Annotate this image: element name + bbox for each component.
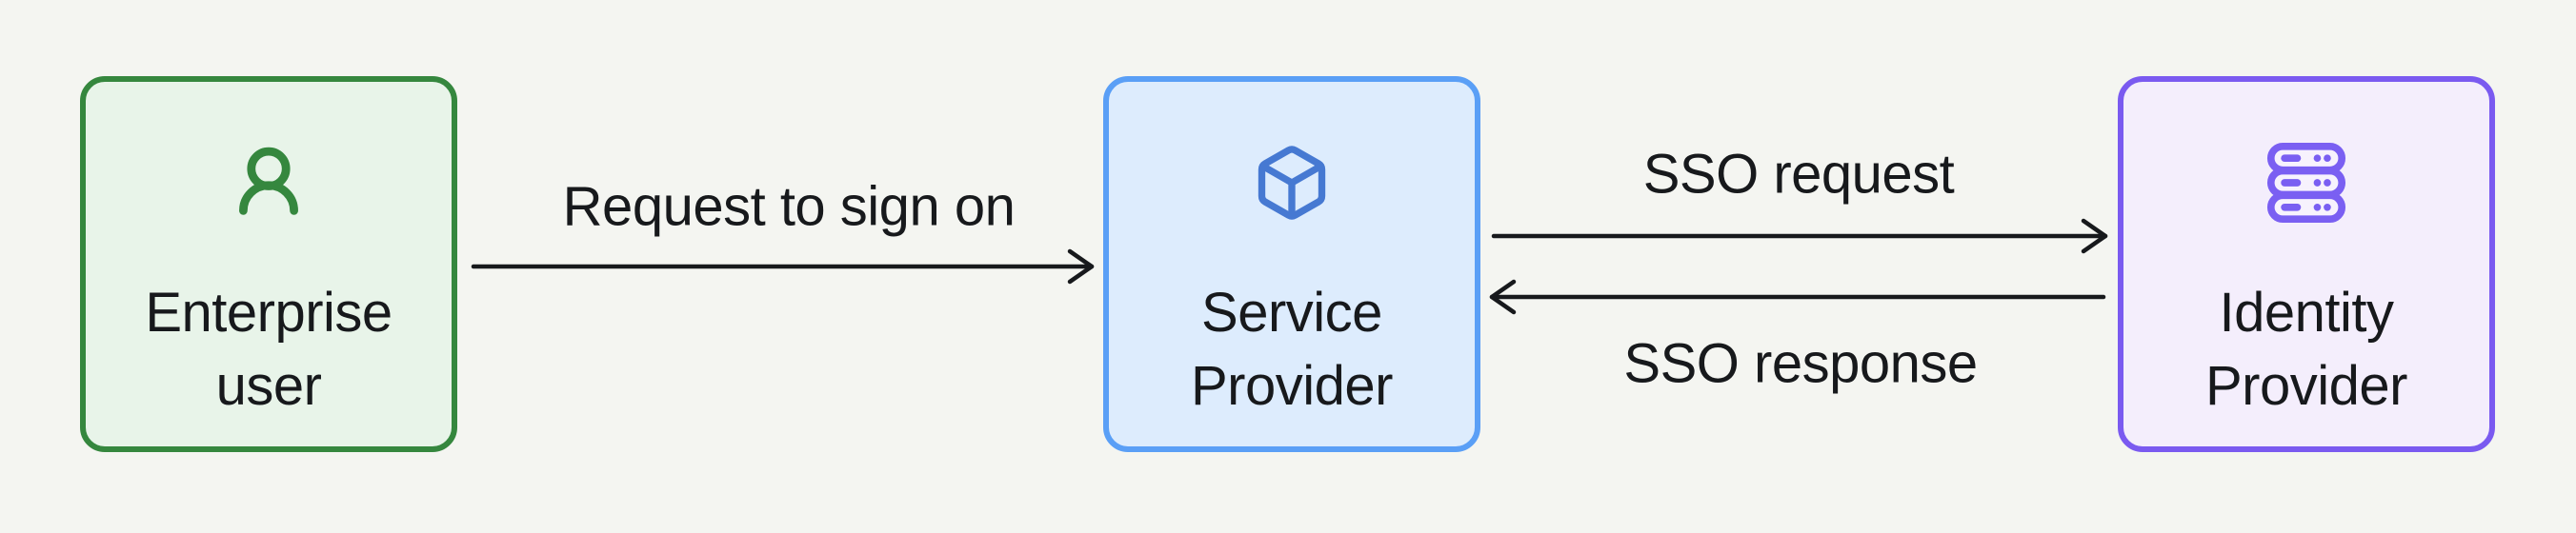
node-label-enterprise-user: Enterprise user (145, 276, 392, 423)
edge-label-request-to-sign-on: Request to sign on (562, 175, 1016, 238)
arrow-sso-request (1491, 218, 2108, 254)
node-service-provider: Service Provider (1103, 76, 1480, 452)
cube-icon (1258, 146, 1326, 220)
arrow-sso-response (1489, 279, 2106, 315)
node-label-line2: user (215, 355, 322, 417)
edge-label-sso-request: SSO request (1642, 143, 1955, 206)
node-label-line1: Enterprise (145, 282, 392, 344)
node-label-line1: Identity (2219, 282, 2394, 344)
server-icon (2266, 143, 2346, 223)
node-label-service-provider: Service Provider (1191, 276, 1393, 423)
user-icon (239, 147, 298, 215)
node-identity-provider: Identity Provider (2118, 76, 2495, 452)
arrow-request-to-sign-on (471, 248, 1095, 285)
node-label-line2: Provider (2205, 355, 2407, 417)
node-label-line2: Provider (1191, 355, 1393, 417)
edge-label-sso-response: SSO response (1623, 332, 1978, 395)
node-label-line1: Service (1201, 282, 1382, 344)
node-label-identity-provider: Identity Provider (2205, 276, 2407, 423)
node-enterprise-user: Enterprise user (80, 76, 457, 452)
